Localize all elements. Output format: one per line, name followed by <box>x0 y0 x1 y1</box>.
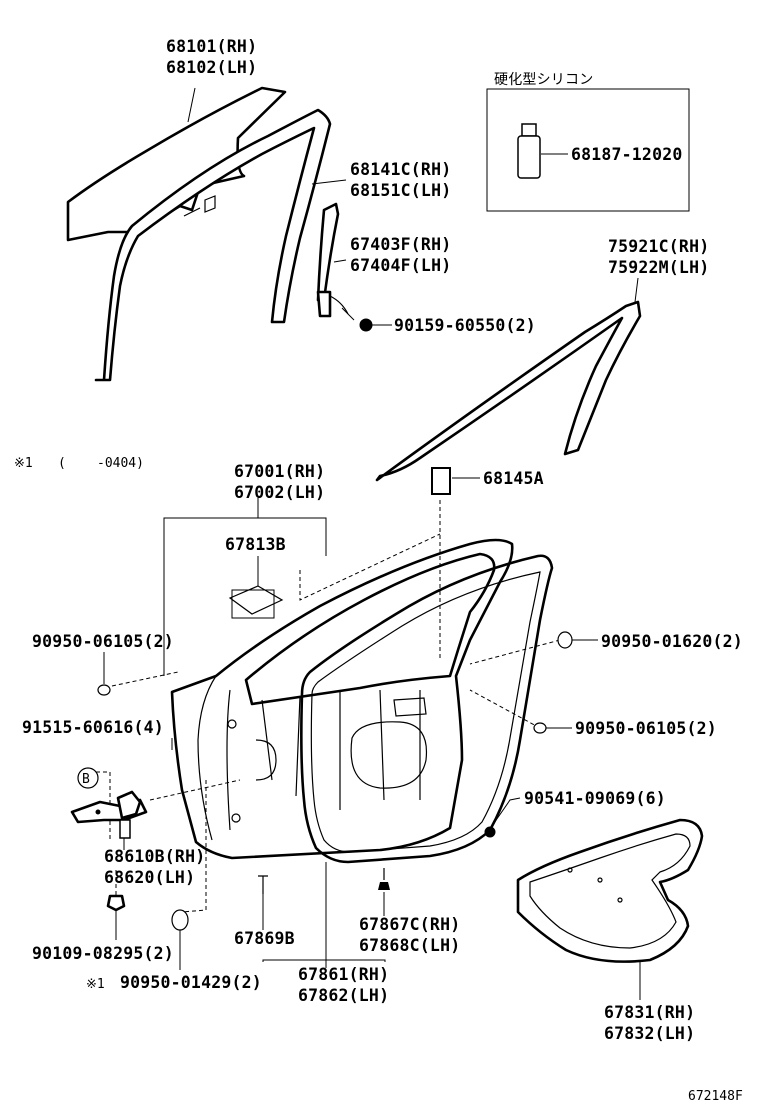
callout-plug-left: 90950-06105(2) <box>32 632 174 651</box>
note-range-value: -0404) <box>97 456 144 471</box>
door-glass[interactable] <box>66 86 287 242</box>
callout-bolt-90109: 90109-08295(2) <box>32 944 174 963</box>
marker-b-letter: B <box>82 772 90 787</box>
callout-clip-67867c-line2: 67868C(LH) <box>359 936 460 955</box>
labels: 68101(RH) 68102(LH) 68141C(RH) 68151C(LH… <box>14 37 743 1104</box>
callout-clip-67867c-line1: 67867C(RH) <box>359 915 460 934</box>
callout-glass-run-line2: 68151C(LH) <box>350 181 451 200</box>
callout-door-check-line2: 68620(LH) <box>104 868 195 887</box>
label-67813b[interactable] <box>228 585 284 619</box>
callout-67813b: 67813B <box>225 535 286 554</box>
callout-bolt-90159: 90159-60550(2) <box>394 316 536 335</box>
marker-b: B <box>77 767 99 789</box>
screw-icon <box>484 826 496 838</box>
callout-door-check-line1: 68610B(RH) <box>104 847 205 866</box>
leader-division-bar <box>333 259 347 263</box>
leader-screw-90541 <box>491 797 521 827</box>
callout-door-panel-line1: 67001(RH) <box>234 462 325 481</box>
callout-plug-01429: 90950-01429(2) <box>120 973 262 992</box>
note-range-open: ( <box>58 456 66 471</box>
door-weatherstrip[interactable] <box>300 554 554 864</box>
callout-weatherstrip-line1: 67861(RH) <box>298 965 389 984</box>
sealant-box-title: 硬化型シリコン <box>494 72 593 88</box>
callout-glass-line1: 68101(RH) <box>166 37 257 56</box>
callout-plug-01620: 90950-01620(2) <box>601 632 743 651</box>
callout-division-bar-line2: 67404F(LH) <box>350 256 451 275</box>
callout-weatherstrip-line2: 67862(LH) <box>298 986 389 1005</box>
callout-outside-moulding-line2: 75922M(LH) <box>608 258 709 277</box>
callout-glass-run-line1: 68141C(RH) <box>350 160 451 179</box>
figure-code: 672148F <box>688 1089 743 1104</box>
door-shell[interactable] <box>170 538 514 860</box>
callout-glass-line2: 68102(LH) <box>166 58 257 77</box>
service-hole-cover[interactable] <box>516 818 704 963</box>
bracket-door-panel <box>163 517 327 676</box>
callout-division-bar-line1: 67403F(RH) <box>350 235 451 254</box>
leader-glass-run <box>311 179 347 185</box>
callout-screw-90541: 90541-09069(6) <box>524 789 666 808</box>
clip-67867c-icon <box>378 868 390 890</box>
bolt-90109-icon <box>106 894 126 912</box>
door-check[interactable] <box>70 790 148 839</box>
plug-90950-01620[interactable] <box>557 631 573 649</box>
callout-door-panel-line2: 67002(LH) <box>234 483 325 502</box>
leader-outside-moulding <box>634 277 639 303</box>
plug-90950-06105-left[interactable] <box>97 684 111 696</box>
outside-moulding[interactable] <box>375 300 642 482</box>
callout-bolt-91515: 91515-60616(4) <box>22 718 164 737</box>
pad-68145a[interactable] <box>431 467 451 495</box>
clip-67869b-icon <box>258 875 268 894</box>
callout-pad: 68145A <box>483 469 544 488</box>
silicone-tube-icon <box>517 123 541 179</box>
callout-clip-67869b: 67869B <box>234 929 295 948</box>
note-marker: ※1 <box>14 456 33 471</box>
plug-90950-01429[interactable] <box>171 909 189 931</box>
sealant-box <box>486 88 690 212</box>
callout-plug-right: 90950-06105(2) <box>575 719 717 738</box>
callout-service-cover-line2: 67832(LH) <box>604 1024 695 1043</box>
plug-90950-06105-right[interactable] <box>533 722 547 734</box>
callout-outside-moulding-line1: 75921C(RH) <box>608 237 709 256</box>
leader-glass <box>187 87 196 123</box>
callout-plug-01429-marker: ※1 <box>86 977 105 992</box>
callout-silicone: 68187-12020 <box>571 145 682 164</box>
division-bar[interactable] <box>316 202 349 318</box>
bracket-weatherstrip <box>262 959 386 962</box>
glass-run-channel[interactable] <box>94 108 332 382</box>
callout-service-cover-line1: 67831(RH) <box>604 1003 695 1022</box>
